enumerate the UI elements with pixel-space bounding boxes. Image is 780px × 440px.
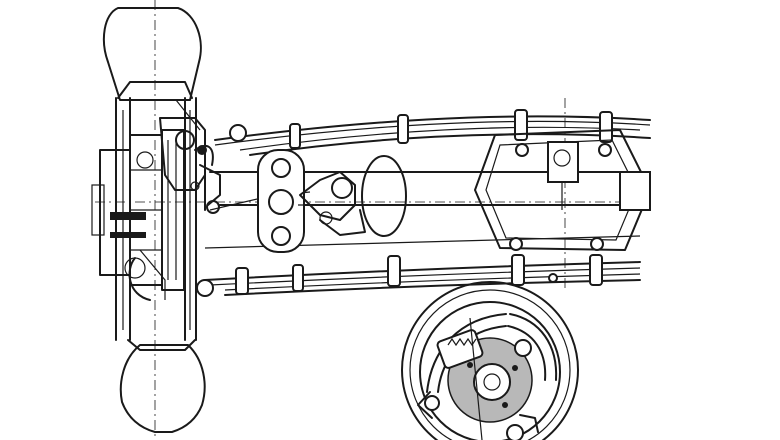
frame-bolts: [509, 143, 612, 283]
steering-knuckle: [159, 99, 221, 214]
hex-frame: [474, 129, 651, 251]
steering-link: [257, 149, 305, 253]
oval-link: [361, 155, 407, 237]
lever-arm: [298, 171, 366, 236]
leaf-spring-upper: [214, 109, 651, 156]
tire-top: [102, 7, 202, 101]
tire-bottom: [119, 344, 206, 433]
centre-lines: [95, 0, 650, 440]
hub-assembly: [91, 129, 185, 301]
leaf-spring-lower: [196, 254, 641, 297]
brake-drum-inset: [401, 281, 579, 440]
